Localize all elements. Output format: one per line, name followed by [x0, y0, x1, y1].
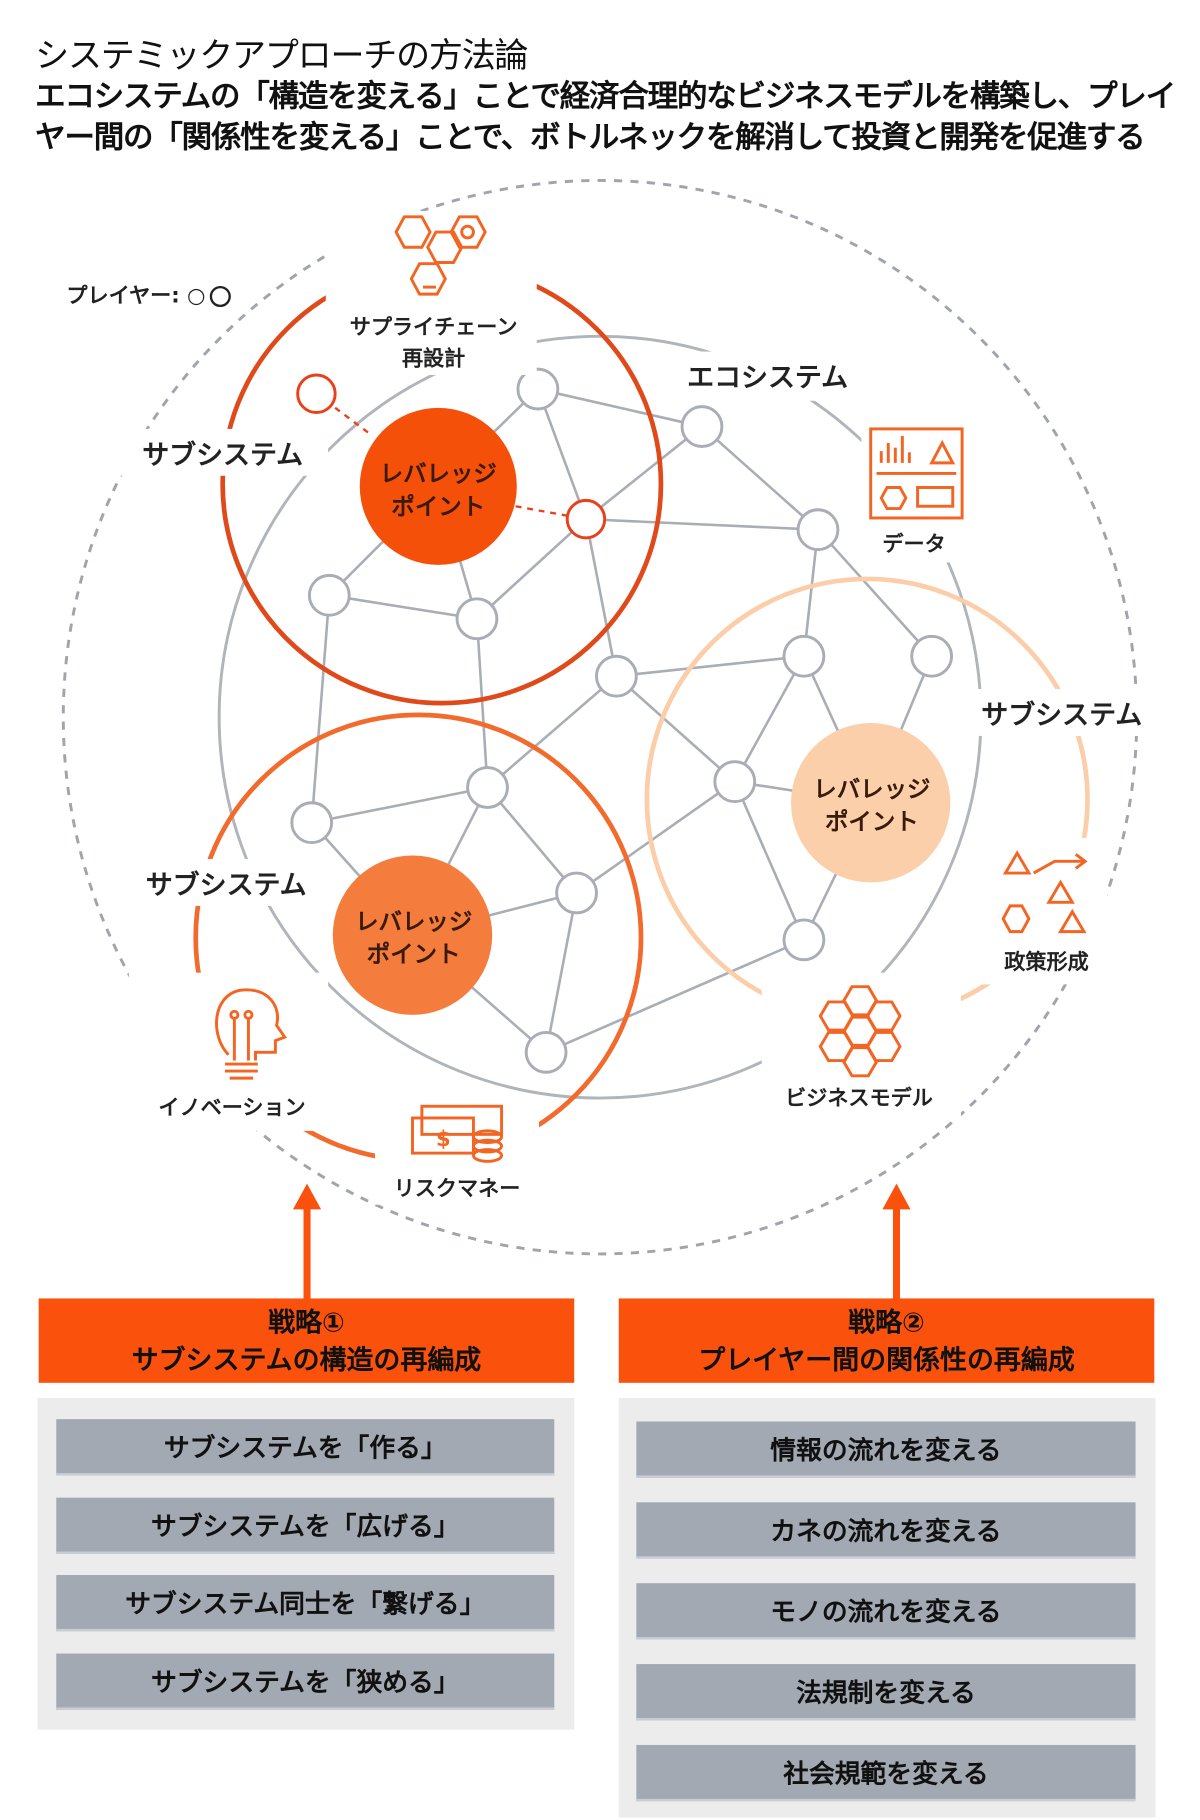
subsystem-label: サブシステム: [145, 870, 307, 902]
strategy-2-item: 法規制を変える: [636, 1664, 1136, 1721]
strategy-1-item: サブシステム同士を「繋げる」: [56, 1575, 555, 1632]
subsystem-label: サブシステム: [981, 700, 1143, 732]
network-link: [545, 938, 805, 1054]
policy-making-icon: [1001, 850, 1088, 934]
strategy-2-item: 情報の流れを変える: [636, 1421, 1136, 1478]
network-link: [701, 425, 819, 531]
player-node: [307, 573, 351, 617]
network-link: [476, 518, 587, 620]
strategy-1-item: サブシステムを「広げる」: [56, 1497, 555, 1554]
player-node-highlighted: [296, 373, 337, 414]
network-link: [310, 595, 331, 823]
ecosystem-diagram: $: [61, 179, 1139, 1301]
ecosystem-label: エコシステム: [687, 363, 849, 394]
risk-money-label: リスクマネー: [393, 1176, 521, 1202]
player-node: [713, 760, 757, 804]
innovation-lightbulb-icon: [215, 988, 288, 1080]
player-legend-circle-icon: [209, 285, 231, 308]
player-node: [680, 405, 724, 448]
network-link: [544, 892, 578, 1053]
player-node: [466, 766, 509, 809]
network-link: [585, 425, 703, 521]
network-link: [329, 594, 478, 621]
strategy-2-item: モノの流れを変える: [636, 1583, 1136, 1640]
strategy-1-item: サブシステムを「狭める」: [56, 1653, 555, 1710]
subsystem-label: サブシステム: [142, 440, 304, 472]
supply-chain-label: サプライチェーン: [349, 315, 518, 340]
network-link: [537, 387, 703, 428]
player-node: [910, 634, 954, 678]
network-link: [536, 388, 588, 520]
leverage-point-label: レバレッジポイント: [355, 907, 473, 968]
arrow-up-icon: [292, 1183, 911, 1301]
leverage-point-label: レバレッジポイント: [813, 774, 931, 836]
network-link: [584, 518, 618, 677]
leverage-point-1: [359, 407, 517, 565]
page-subtitle: エコシステムの「構造を変える」ことで経済合理的なビジネスモデルを構築し、プレイヤ…: [35, 79, 1176, 156]
player-node: [595, 654, 638, 698]
business-model-label: ビジネスモデル: [785, 1086, 933, 1111]
strategy-2-item: カネの流れを変える: [636, 1502, 1136, 1559]
network-link: [817, 528, 933, 658]
network-link: [486, 675, 618, 789]
network-link: [486, 786, 578, 894]
supply-chain-label-2: 再設計: [401, 346, 466, 372]
network-link: [585, 517, 819, 531]
leverage-point-2: [332, 855, 493, 1015]
player-node-highlighted: [565, 498, 607, 540]
network-link: [733, 781, 806, 941]
network-link: [616, 654, 805, 678]
player-node: [524, 1030, 568, 1074]
strategy-2-item: 社会規範を変える: [636, 1744, 1136, 1802]
leverage-point-label: レバレッジポイント: [379, 459, 497, 521]
player-node: [555, 871, 598, 915]
player-node: [290, 801, 334, 845]
network-link: [575, 780, 736, 895]
risk-money-icon: $: [411, 1104, 504, 1163]
network-link: [475, 618, 489, 788]
network-link: [733, 655, 806, 783]
data-dashboard-icon: [869, 427, 964, 520]
network-link: [311, 786, 488, 824]
leverage-point-3: [791, 723, 951, 883]
player-legend-label: プレイヤー: ○: [66, 283, 206, 309]
business-model-icon: [818, 985, 902, 1078]
player-node: [455, 597, 499, 641]
data-label: データ: [882, 532, 946, 557]
network-link: [615, 675, 736, 783]
player-node: [782, 634, 826, 678]
page-title: システミックアプローチの方法論: [35, 35, 528, 75]
policy-label: 政策形成: [1004, 950, 1089, 975]
svg-text:$: $: [436, 1126, 451, 1151]
player-node: [782, 918, 826, 962]
strategy-1-item: サブシステムを「作る」: [56, 1419, 555, 1476]
player-node: [796, 508, 840, 552]
player-node: [516, 367, 560, 411]
supply-chain-icon: [394, 215, 487, 296]
innovation-label: イノベーション: [158, 1095, 306, 1121]
